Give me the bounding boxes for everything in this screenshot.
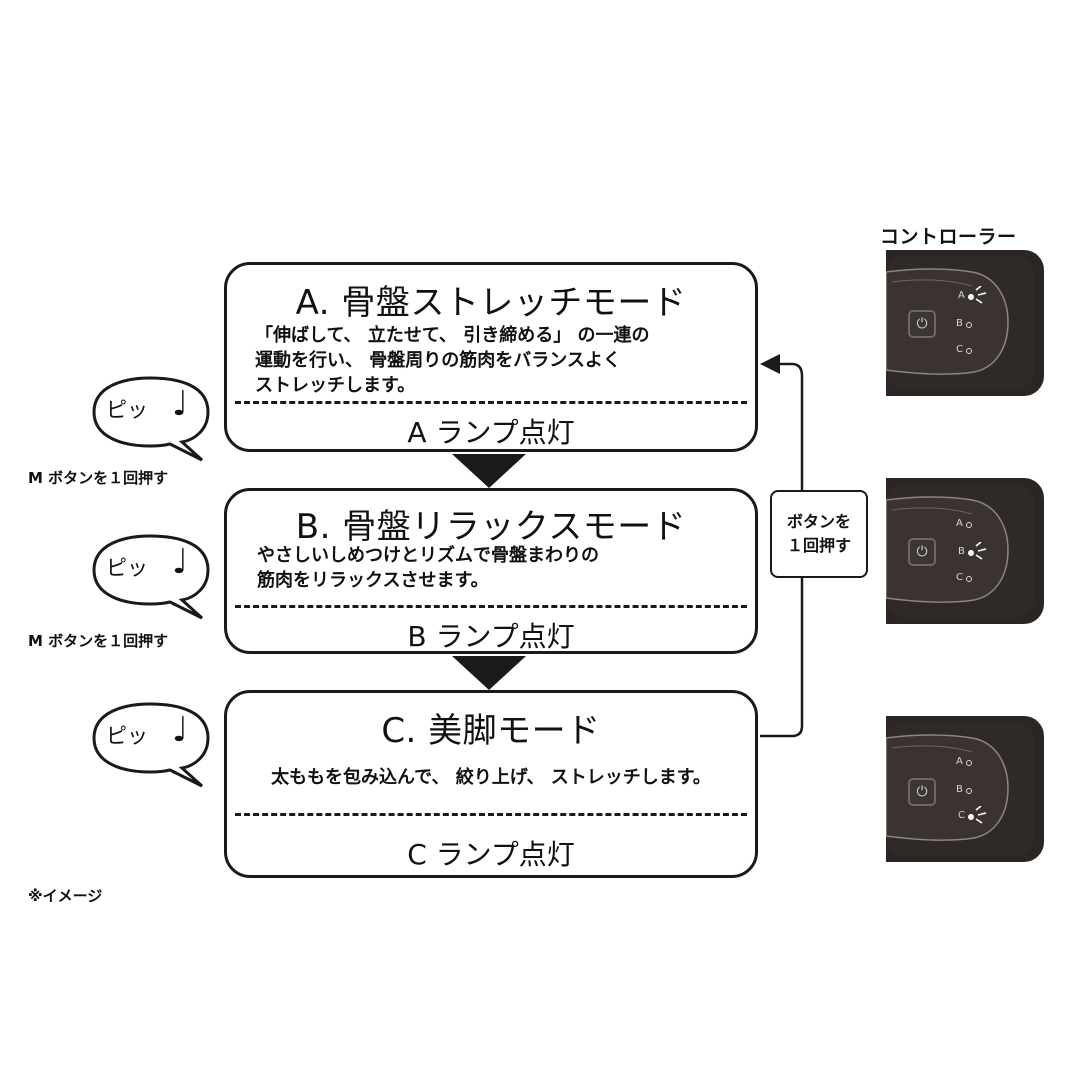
power-button[interactable]: ⏻ <box>908 778 936 806</box>
controller-c: ⏻ A B C <box>886 716 1044 862</box>
mode-desc-line: 「伸ばして、 立たせて、 引き締める」 の一連の <box>255 325 650 346</box>
speech-bubble-icon <box>92 534 210 620</box>
down-arrow-icon <box>452 454 526 488</box>
mode-divider <box>235 813 747 816</box>
music-note-icon: ♩ <box>172 384 189 424</box>
lamp-label-a: A <box>958 290 965 301</box>
controller-body-icon <box>886 722 1034 856</box>
mode-desc-a: 「伸ばして、 立たせて、 引き締める」 の一連の 運動を行い、 骨盤周りの筋肉を… <box>255 323 649 398</box>
speech-bubble-icon <box>92 376 210 462</box>
lamp-indicator-a <box>968 294 974 300</box>
lamp-label-c: C <box>956 572 963 583</box>
controller-b: ⏻ A B C <box>886 478 1044 624</box>
mode-lamp-b: B ランプ点灯 <box>407 620 575 653</box>
lamp-glow-icon <box>975 806 987 824</box>
lamp-label-b: B <box>958 546 965 557</box>
mode-desc-line: 太ももを包み込んで、 絞り上げ、 ストレッチします。 <box>271 767 711 788</box>
mode-title-a: A. 骨盤ストレッチモード <box>295 283 687 323</box>
return-label-line: ボタンを <box>786 512 851 531</box>
mode-lamp-a: A ランプ点灯 <box>407 416 575 449</box>
down-arrow-icon <box>452 656 526 690</box>
lamp-label-c: C <box>956 344 963 355</box>
mode-desc-line: 運動を行い、 骨盤周りの筋肉をバランスよく <box>255 350 621 371</box>
lamp-glow-icon <box>975 542 987 560</box>
music-note-icon: ♩ <box>172 710 189 750</box>
lamp-indicator-b <box>966 322 972 328</box>
power-button[interactable]: ⏻ <box>908 538 936 566</box>
lamp-indicator-a <box>966 522 972 528</box>
press-label: M ボタンを１回押す <box>28 632 169 650</box>
mode-lamp-c: C ランプ点灯 <box>407 838 575 871</box>
speech-bubble: ピッ ♩ <box>84 532 220 622</box>
mode-desc-b: やさしいしめつけとリズムで骨盤まわりの 筋肉をリラックスさせます。 <box>257 543 599 593</box>
mode-title-c: C. 美脚モード <box>381 711 601 751</box>
controller-body-icon <box>886 484 1034 618</box>
mode-desc-line: ストレッチします。 <box>255 375 416 396</box>
lamp-label-b: B <box>956 784 963 795</box>
return-button-label-box: ボタンを １回押す <box>770 490 868 578</box>
mode-divider <box>235 605 747 608</box>
bubble-text: ピッ <box>106 556 148 580</box>
return-label-line: １回押す <box>786 536 851 555</box>
lamp-indicator-c <box>966 348 972 354</box>
lamp-label-b: B <box>956 318 963 329</box>
mode-divider <box>235 401 747 404</box>
lamp-indicator-c <box>966 576 972 582</box>
bubble-text: ピッ <box>106 724 148 748</box>
lamp-label-a: A <box>956 518 963 529</box>
lamp-indicator-b <box>966 788 972 794</box>
lamp-indicator-c <box>968 814 974 820</box>
mode-box-a: A. 骨盤ストレッチモード 「伸ばして、 立たせて、 引き締める」 の一連の 運… <box>224 262 758 452</box>
lamp-indicator-a <box>966 760 972 766</box>
press-label: M ボタンを１回押す <box>28 469 169 487</box>
lamp-label-c: C <box>958 810 965 821</box>
speech-bubble-icon <box>92 702 210 788</box>
mode-box-b: B. 骨盤リラックスモード やさしいしめつけとリズムで骨盤まわりの 筋肉をリラッ… <box>224 488 758 654</box>
power-button[interactable]: ⏻ <box>908 310 936 338</box>
lamp-glow-icon <box>975 286 987 304</box>
mode-box-c: C. 美脚モード 太ももを包み込んで、 絞り上げ、 ストレッチします。 C ラン… <box>224 690 758 878</box>
lamp-label-a: A <box>956 756 963 767</box>
mode-desc-c: 太ももを包み込んで、 絞り上げ、 ストレッチします。 <box>227 765 755 790</box>
speech-bubble: ピッ ♩ <box>84 700 220 790</box>
controller-body-icon <box>886 256 1034 390</box>
controller-title: コントローラー <box>880 226 1017 248</box>
music-note-icon: ♩ <box>172 542 189 582</box>
arrow-head-icon <box>760 354 780 374</box>
speech-bubble: ピッ ♩ <box>84 374 220 464</box>
lamp-indicator-b <box>968 550 974 556</box>
mode-title-b: B. 骨盤リラックスモード <box>295 507 687 547</box>
image-note: ※イメージ <box>28 887 103 905</box>
mode-desc-line: やさしいしめつけとリズムで骨盤まわりの <box>257 545 599 566</box>
controller-a: ⏻ A B C <box>886 250 1044 396</box>
bubble-text: ピッ <box>106 398 148 422</box>
mode-desc-line: 筋肉をリラックスさせます。 <box>257 570 489 591</box>
